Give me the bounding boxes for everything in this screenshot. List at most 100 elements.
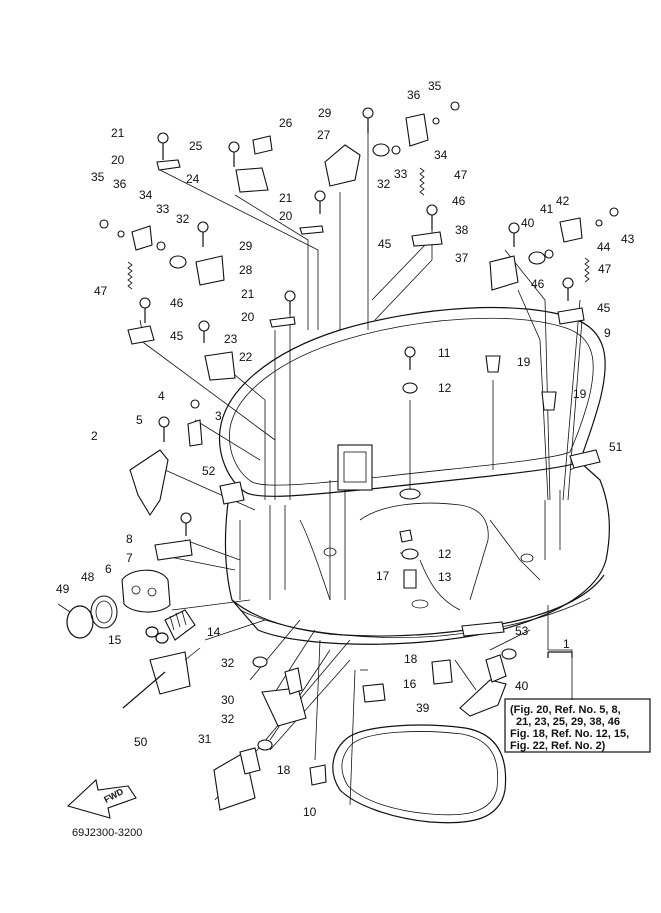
callout-7: 7 bbox=[126, 551, 133, 565]
grommet-32b bbox=[372, 143, 390, 157]
callout-28: 28 bbox=[239, 263, 253, 277]
bracket-45b bbox=[411, 231, 443, 247]
callout-50: 50 bbox=[134, 735, 148, 749]
callout-12b: 12 bbox=[438, 547, 452, 561]
washer-33a bbox=[156, 241, 166, 251]
reference-note: (Fig. 20, Ref. No. 5, 8, 21, 23, 25, 29,… bbox=[504, 698, 651, 753]
clamp-15a bbox=[145, 626, 159, 638]
callout-34a: 34 bbox=[139, 188, 153, 202]
bracket-30 bbox=[261, 687, 307, 727]
callout-6: 6 bbox=[105, 562, 112, 576]
callout-36a: 36 bbox=[113, 177, 127, 191]
grommet-32c bbox=[252, 656, 268, 668]
callout-21b: 21 bbox=[279, 191, 293, 205]
callout-44: 44 bbox=[597, 240, 611, 254]
damper-18b bbox=[309, 764, 327, 786]
note-line-1: (Fig. 20, Ref. No. 5, 8, bbox=[510, 704, 621, 716]
latch-28 bbox=[195, 255, 225, 286]
callout-labels: 1 2 3 4 5 6 7 8 9 10 11 12 12 13 14 15 1… bbox=[56, 79, 635, 819]
note-line-2: 21, 23, 25, 29, 38, 46 bbox=[516, 716, 620, 728]
spring-47b bbox=[419, 167, 425, 196]
callout-39: 39 bbox=[416, 701, 430, 715]
callout-2: 2 bbox=[91, 429, 98, 443]
callout-45c: 45 bbox=[597, 301, 611, 315]
bracket-24 bbox=[235, 167, 269, 193]
washer-36b bbox=[432, 117, 440, 125]
callout-41: 41 bbox=[540, 202, 554, 216]
grommet-12b bbox=[401, 548, 419, 560]
bolt-4 bbox=[190, 399, 200, 409]
bolt-21a bbox=[157, 132, 169, 160]
callout-29b: 29 bbox=[239, 239, 253, 253]
callout-32d: 32 bbox=[221, 712, 235, 726]
callout-47b: 47 bbox=[454, 168, 468, 182]
callout-21a: 21 bbox=[111, 126, 125, 140]
plate-20a bbox=[156, 159, 181, 171]
callout-33b: 33 bbox=[394, 167, 408, 181]
note-line-3: Fig. 18, Ref. No. 12, 15, bbox=[510, 728, 629, 740]
bolt-35b bbox=[450, 101, 460, 111]
callout-20a: 20 bbox=[111, 153, 125, 167]
callout-16: 16 bbox=[403, 677, 417, 691]
callout-3: 3 bbox=[215, 409, 222, 423]
grommet-19a bbox=[485, 355, 501, 373]
bracket-2 bbox=[129, 449, 169, 517]
washer-41 bbox=[544, 249, 554, 259]
bolt-38 bbox=[508, 222, 520, 247]
callout-46c: 46 bbox=[531, 277, 545, 291]
callout-19a: 19 bbox=[517, 355, 531, 369]
forward-arrow-icon: FWD bbox=[66, 778, 137, 819]
washer-33b bbox=[391, 145, 401, 155]
callout-18a: 18 bbox=[404, 652, 418, 666]
callout-14: 14 bbox=[207, 625, 221, 639]
bracket-45c bbox=[557, 307, 585, 325]
callout-30: 30 bbox=[221, 693, 235, 707]
grommet-40b bbox=[501, 648, 517, 660]
callout-10: 10 bbox=[303, 805, 317, 819]
callout-35b: 35 bbox=[428, 79, 442, 93]
callout-15: 15 bbox=[108, 633, 122, 647]
spring-47c bbox=[584, 257, 590, 283]
bolt-23 bbox=[198, 320, 210, 343]
callout-27: 27 bbox=[317, 128, 331, 142]
latch-39 bbox=[459, 679, 507, 717]
bolt-29a bbox=[362, 107, 374, 133]
bolt-35a bbox=[99, 219, 109, 229]
bracket-26 bbox=[252, 135, 273, 155]
clip-42 bbox=[559, 217, 583, 243]
callout-9: 9 bbox=[604, 326, 611, 340]
decal-52 bbox=[219, 481, 245, 505]
clip-34b bbox=[405, 113, 429, 147]
callout-18b: 18 bbox=[277, 763, 291, 777]
callout-26: 26 bbox=[279, 116, 293, 130]
callout-20c: 20 bbox=[241, 310, 255, 324]
holder-50 bbox=[149, 651, 191, 695]
grommet-19b bbox=[541, 391, 557, 411]
collar-13 bbox=[403, 569, 417, 589]
callout-4: 4 bbox=[158, 389, 165, 403]
bracket-45a bbox=[127, 325, 155, 345]
callout-42: 42 bbox=[556, 194, 570, 208]
plate-20b bbox=[299, 225, 324, 235]
grommet-12a bbox=[402, 382, 418, 394]
callout-34b: 34 bbox=[434, 148, 448, 162]
diagram-code: 69J2300-3200 bbox=[72, 827, 142, 839]
bolt-46c bbox=[562, 277, 574, 301]
callout-32c: 32 bbox=[221, 656, 235, 670]
callout-17: 17 bbox=[376, 569, 390, 583]
callout-43: 43 bbox=[621, 232, 635, 246]
latch-37 bbox=[489, 255, 519, 291]
callout-20b: 20 bbox=[279, 209, 293, 223]
bolt-29b bbox=[197, 221, 209, 247]
seal-part-10 bbox=[332, 724, 507, 824]
decal-53 bbox=[461, 621, 505, 637]
clamp-15b bbox=[155, 632, 169, 644]
callout-1: 1 bbox=[563, 637, 570, 651]
callout-21c: 21 bbox=[241, 287, 255, 301]
callout-48: 48 bbox=[81, 570, 95, 584]
bracket-22 bbox=[204, 351, 236, 381]
callout-32a: 32 bbox=[176, 212, 190, 226]
callout-23: 23 bbox=[224, 332, 238, 346]
bolt-8 bbox=[180, 512, 192, 536]
grommet-32a bbox=[169, 255, 187, 269]
